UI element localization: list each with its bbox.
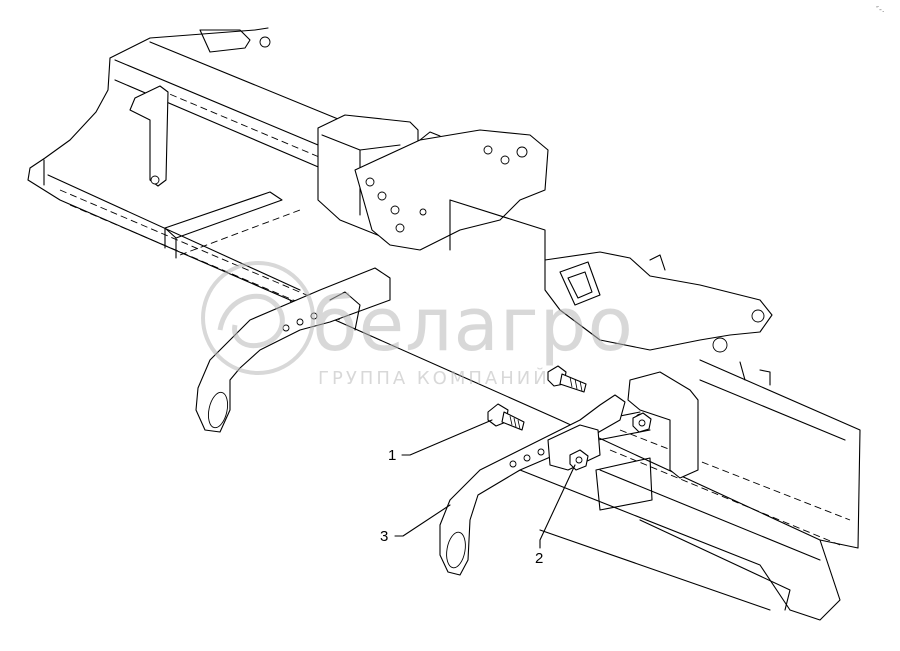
callout-label-2: 2 <box>535 550 543 567</box>
right-hitch-plate <box>449 199 773 353</box>
bolt-upper <box>547 365 587 393</box>
bolt-part-1 <box>487 403 525 431</box>
watermark-logo: белагро ГРУППА КОМПАНИЙ <box>201 261 634 389</box>
nut-upper <box>632 412 652 433</box>
leader-lines <box>394 419 576 549</box>
watermark-tagline: ГРУППА КОМПАНИЙ <box>318 367 550 389</box>
center-hitch-plate <box>317 114 549 251</box>
corner-mark: ″-. <box>876 5 884 14</box>
callout-label-1: 1 <box>388 447 396 464</box>
tow-arm-upper <box>195 267 391 433</box>
callout-label-3: 3 <box>380 528 388 545</box>
watermark-brand: белагро <box>312 282 634 368</box>
left-frame-bracket <box>129 29 271 187</box>
